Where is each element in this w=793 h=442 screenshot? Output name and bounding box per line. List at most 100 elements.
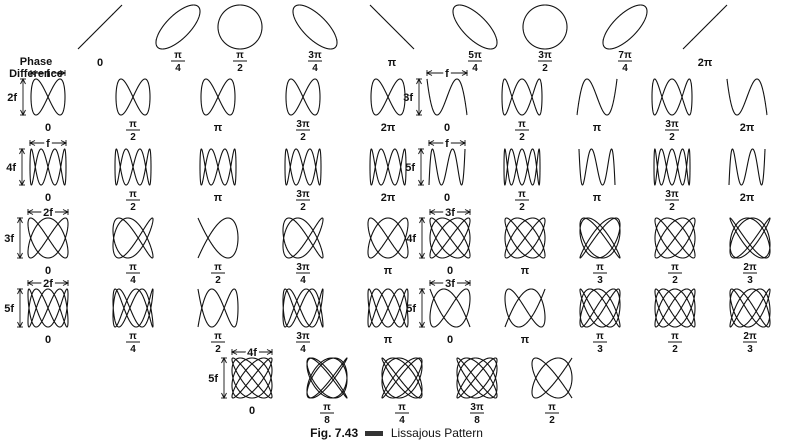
group-0-phase-label-0: 0 — [45, 122, 51, 134]
group-8-pattern-2 — [381, 357, 423, 399]
group-2-pattern-1 — [114, 148, 152, 186]
group-0-phase-label-1-den: 2 — [130, 132, 136, 143]
group-2-vertical-ratio-label: 4f — [6, 162, 16, 174]
group-4-phase-label-2-num: π — [214, 262, 222, 273]
group-7-phase-label-3-num: π — [671, 331, 679, 342]
group-3-phase-label-0: 0 — [444, 192, 450, 204]
top-phase-label-2-den: 2 — [237, 63, 243, 74]
group-8-horizontal-ratio-label: 4f — [247, 347, 257, 359]
group-8-pattern-4 — [531, 357, 573, 399]
group-3-phase-label-1-den: 2 — [519, 202, 525, 213]
top-pattern-1 — [155, 4, 201, 50]
group-0-pattern-3 — [285, 78, 321, 116]
group-6-phase-label-3-num: 3π — [296, 331, 310, 342]
group-8-phase-label-3-num: 3π — [470, 402, 484, 413]
group-0-horizontal-ratio-label: f — [46, 68, 50, 80]
group-1-phase-label-0: 0 — [444, 122, 450, 134]
group-7-phase-label-2-num: π — [596, 331, 604, 342]
group-6-phase-label-2-den: 2 — [215, 344, 221, 355]
group-8-pattern-0 — [231, 357, 273, 399]
group-4-phase-label-3-num: 3π — [296, 262, 310, 273]
group-6-phase-label-4: π — [384, 334, 393, 346]
group-5-pattern-1 — [504, 217, 546, 259]
group-4-phase-label-0: 0 — [45, 265, 51, 277]
group-4-horizontal-ratio-label: 2f — [43, 207, 53, 219]
group-5-phase-label-2-den: 3 — [597, 275, 603, 286]
group-2-phase-label-0: 0 — [45, 192, 51, 204]
top-phase-label-7-den: 4 — [622, 63, 628, 74]
top-phase-label-1-num: π — [174, 50, 182, 61]
group-1-phase-label-3-num: 3π — [665, 119, 679, 130]
group-8-phase-label-4-den: 2 — [549, 415, 555, 426]
group-7-vertical-ratio-label: 5f — [406, 303, 416, 315]
group-3-pattern-1 — [503, 148, 541, 186]
top-pattern-3 — [292, 4, 338, 50]
group-5-phase-label-0: 0 — [447, 265, 453, 277]
group-5-pattern-0 — [429, 217, 471, 259]
top-phase-label-6-den: 2 — [542, 63, 548, 74]
group-8-phase-label-4-num: π — [548, 402, 556, 413]
group-8-phase-label-1-den: 8 — [324, 415, 330, 426]
group-5-phase-label-3-den: 2 — [672, 275, 678, 286]
group-7-phase-label-4-den: 3 — [747, 344, 753, 355]
top-pattern-7 — [602, 4, 648, 50]
top-phase-label-3-den: 4 — [312, 63, 318, 74]
group-2-phase-label-2: π — [214, 192, 223, 204]
group-5-horizontal-ratio-label: 3f — [445, 207, 455, 219]
figure-caption: Fig. 7.43 Lissajous Pattern — [0, 426, 793, 440]
group-1-phase-label-4: 2π — [740, 122, 755, 134]
group-1-pattern-2 — [576, 78, 618, 116]
group-7-pattern-4 — [729, 288, 771, 328]
group-6-phase-label-3-den: 4 — [300, 344, 306, 355]
group-8-phase-label-2-den: 4 — [399, 415, 405, 426]
group-2-pattern-4 — [369, 148, 407, 186]
group-6-phase-label-1-num: π — [129, 331, 137, 342]
group-1-phase-label-2: π — [593, 122, 602, 134]
top-phase-label-8: 2π — [698, 57, 713, 69]
top-pattern-2 — [217, 4, 263, 50]
group-1-pattern-0 — [426, 78, 468, 116]
phase-label-line2: Difference — [9, 68, 63, 80]
top-phase-label-6-num: 3π — [538, 50, 552, 61]
top-phase-label-5-den: 4 — [472, 63, 478, 74]
group-2-phase-label-1-num: π — [129, 189, 137, 200]
figure-number: Fig. 7.43 — [310, 426, 359, 440]
group-7-phase-label-4-num: 2π — [743, 331, 757, 342]
group-6-vertical-ratio-label: 5f — [4, 303, 14, 315]
group-0-phase-label-4: 2π — [381, 122, 396, 134]
top-pattern-5 — [452, 4, 498, 50]
group-8-vertical-ratio-label: 5f — [208, 373, 218, 385]
group-1-phase-label-3-den: 2 — [669, 132, 675, 143]
group-0-phase-label-2: π — [214, 122, 223, 134]
group-3-pattern-3 — [653, 148, 691, 186]
group-1-pattern-3 — [651, 78, 693, 116]
group-6-pattern-3 — [282, 288, 324, 328]
group-3-phase-label-4: 2π — [740, 192, 755, 204]
group-8-phase-label-1-num: π — [323, 402, 331, 413]
group-6-horizontal-ratio-label: 2f — [43, 278, 53, 290]
group-0-pattern-1 — [115, 78, 151, 116]
group-0-pattern-4 — [370, 78, 406, 116]
group-6-pattern-4 — [367, 288, 409, 328]
group-3-phase-label-3-num: 3π — [665, 189, 679, 200]
group-6-phase-label-0: 0 — [45, 334, 51, 346]
group-8-phase-label-2-num: π — [398, 402, 406, 413]
group-5-phase-label-4-num: 2π — [743, 262, 757, 273]
group-0-pattern-0 — [30, 78, 66, 116]
group-2-phase-label-3-num: 3π — [296, 189, 310, 200]
group-0-phase-label-3-den: 2 — [300, 132, 306, 143]
group-6-phase-label-2-num: π — [214, 331, 222, 342]
group-3-phase-label-3-den: 2 — [669, 202, 675, 213]
group-1-phase-label-1-num: π — [518, 119, 526, 130]
group-2-phase-label-3-den: 2 — [300, 202, 306, 213]
group-4-pattern-4 — [367, 217, 409, 259]
group-4-pattern-3 — [282, 217, 324, 259]
top-phase-label-4: π — [388, 57, 397, 69]
phase-difference-heading: Phase Difference — [4, 56, 68, 80]
group-2-pattern-2 — [199, 148, 237, 186]
group-4-phase-label-4: π — [384, 265, 393, 277]
group-4-pattern-0 — [27, 217, 69, 259]
group-5-phase-label-3-num: π — [671, 262, 679, 273]
top-phase-label-1-den: 4 — [175, 63, 181, 74]
